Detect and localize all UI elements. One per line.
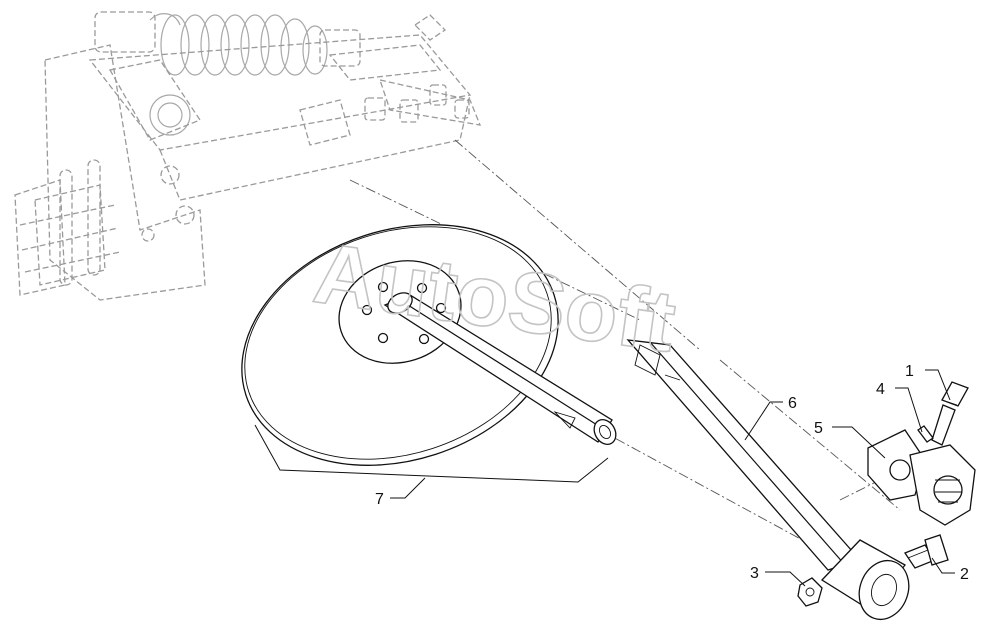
- callout-7: 7: [375, 491, 384, 508]
- callout-1: 1: [905, 363, 914, 380]
- callout-5: 5: [814, 420, 823, 437]
- ghost-spring: [94, 11, 361, 76]
- callout-labels: 1 2 3 4 5 6 7: [375, 363, 969, 583]
- callout-2: 2: [960, 566, 969, 583]
- pin-part-4: [917, 425, 934, 443]
- bracket-plates-part-5: [867, 429, 976, 526]
- arm-part-6: [626, 339, 910, 621]
- callout-4: 4: [876, 381, 885, 398]
- bolt-part-2: [904, 534, 949, 569]
- callout-leaders: [390, 369, 955, 587]
- callout-6: 6: [788, 395, 797, 412]
- ghost-frame-assembly: [14, 11, 482, 301]
- disc-axle-stub: [383, 292, 617, 445]
- callout-3: 3: [750, 565, 759, 582]
- bolt-part-1: [931, 381, 969, 446]
- group-bracket-part-7: [254, 424, 609, 483]
